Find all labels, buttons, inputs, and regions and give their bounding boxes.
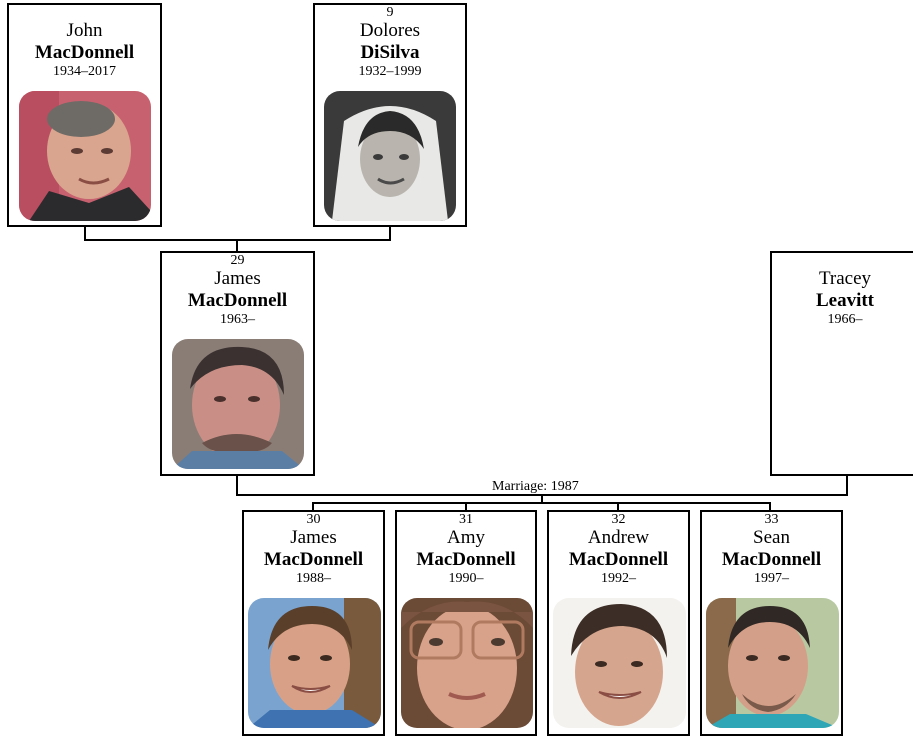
connector-line bbox=[769, 502, 771, 511]
portrait-photo bbox=[706, 598, 839, 728]
given-name: James bbox=[214, 268, 261, 289]
portrait-photo bbox=[248, 598, 381, 728]
life-dates: 1988– bbox=[296, 571, 331, 586]
person-number: 9 bbox=[386, 5, 394, 20]
life-dates: 1997– bbox=[754, 571, 789, 586]
connector-line bbox=[846, 475, 848, 496]
connector-line bbox=[236, 239, 238, 252]
connector-line bbox=[312, 502, 771, 504]
person-card-sean[interactable]: 33 Sean MacDonnell 1997– bbox=[700, 510, 843, 736]
surname: MacDonnell bbox=[416, 549, 516, 570]
portrait-photo bbox=[401, 598, 533, 728]
portrait-photo bbox=[553, 598, 686, 728]
person-number bbox=[772, 254, 913, 268]
given-name: Tracey bbox=[818, 268, 872, 289]
connector-line bbox=[389, 226, 391, 241]
portrait-photo bbox=[324, 91, 456, 221]
given-name: James bbox=[290, 527, 337, 548]
person-card-john[interactable]: John MacDonnell 1934–2017 bbox=[7, 3, 162, 227]
surname: MacDonnell bbox=[34, 42, 135, 63]
person-number: 30 bbox=[306, 512, 321, 527]
given-name: Andrew bbox=[587, 527, 650, 548]
connector-line bbox=[541, 494, 543, 504]
person-number bbox=[9, 6, 160, 20]
surname: MacDonnell bbox=[721, 549, 822, 570]
person-number: 32 bbox=[611, 512, 626, 527]
given-name: Sean bbox=[753, 527, 790, 548]
given-name: Dolores bbox=[359, 20, 421, 41]
person-card-james-sr[interactable]: 29 James MacDonnell 1963– bbox=[160, 251, 315, 476]
person-card-andrew[interactable]: 32 Andrew MacDonnell 1992– bbox=[547, 510, 690, 736]
person-card-dolores[interactable]: 9 Dolores DiSilva 1932–1999 bbox=[313, 3, 467, 227]
person-card-james-jr[interactable]: 30 James MacDonnell 1988– bbox=[242, 510, 385, 736]
surname: MacDonnell bbox=[263, 549, 364, 570]
given-name: Amy bbox=[447, 527, 485, 548]
person-card-tracey[interactable]: Tracey Leavitt 1966– bbox=[770, 251, 913, 476]
connector-line bbox=[312, 502, 314, 511]
life-dates: 1963– bbox=[220, 312, 255, 327]
connector-line bbox=[236, 475, 238, 496]
life-dates: 1932–1999 bbox=[358, 64, 422, 79]
marriage-label: Marriage: 1987 bbox=[490, 479, 581, 494]
surname: Leavitt bbox=[815, 290, 875, 311]
connector-line bbox=[84, 226, 86, 241]
person-number: 29 bbox=[230, 253, 245, 268]
life-dates: 1990– bbox=[448, 571, 484, 586]
surname: MacDonnell bbox=[187, 290, 288, 311]
person-card-amy[interactable]: 31 Amy MacDonnell 1990– bbox=[395, 510, 537, 736]
given-name: John bbox=[66, 20, 103, 41]
portrait-photo bbox=[172, 339, 304, 469]
life-dates: 1992– bbox=[601, 571, 636, 586]
surname: DiSilva bbox=[360, 42, 420, 63]
connector-line bbox=[465, 502, 467, 511]
person-number: 33 bbox=[764, 512, 779, 527]
life-dates: 1934–2017 bbox=[53, 64, 116, 79]
portrait-photo bbox=[19, 91, 151, 221]
connector-line bbox=[617, 502, 619, 511]
surname: MacDonnell bbox=[568, 549, 669, 570]
life-dates: 1966– bbox=[827, 312, 863, 327]
person-number: 31 bbox=[459, 512, 473, 527]
